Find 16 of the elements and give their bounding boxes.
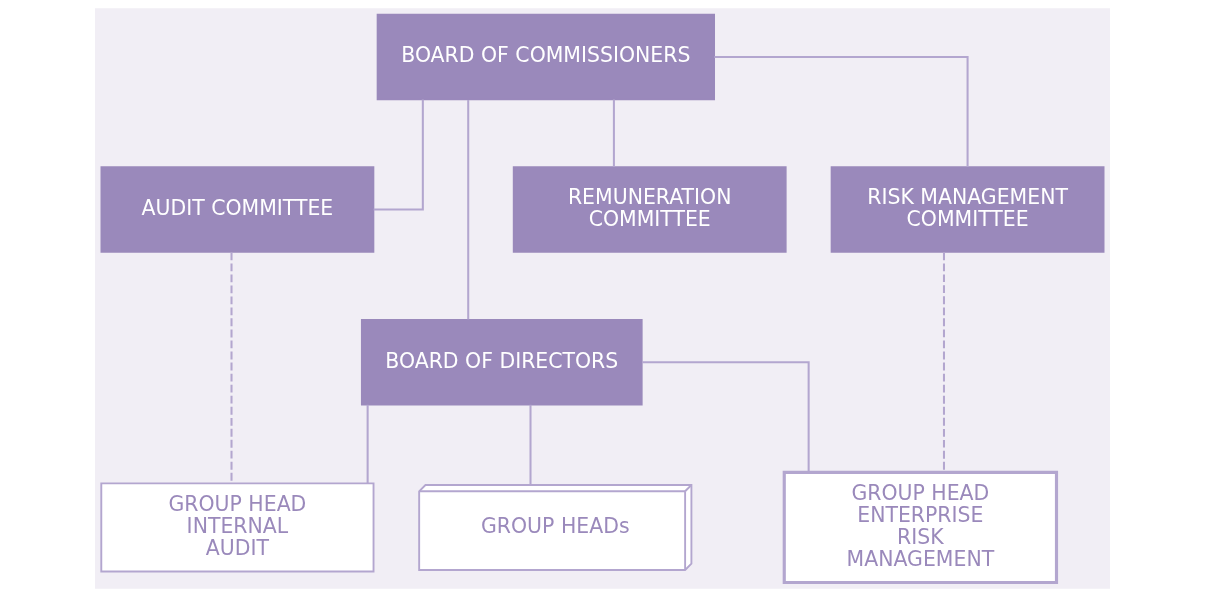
node-box: GROUP HEAD INTERNAL AUDIT: [100, 482, 375, 573]
node-box: AUDIT COMMITTEE: [100, 166, 375, 253]
connector: [230, 252, 233, 484]
node-box: BOARD OF DIRECTORS: [360, 318, 643, 406]
connector: [612, 99, 615, 167]
connector: [366, 404, 369, 484]
node-box: BOARD OF COMMISSIONERS: [376, 13, 715, 101]
node-box: RISK MANAGEMENT COMMITTEE: [830, 166, 1105, 253]
connector: [529, 404, 532, 485]
connector: [642, 361, 810, 472]
connector: [373, 99, 424, 211]
node-box: REMUNERATION COMMITTEE: [512, 166, 787, 253]
node-box: GROUP HEAD ENTERPRISE RISK MANAGEMENT: [782, 470, 1059, 585]
connector: [714, 55, 969, 168]
connector: [942, 252, 945, 472]
connector: [467, 100, 470, 320]
